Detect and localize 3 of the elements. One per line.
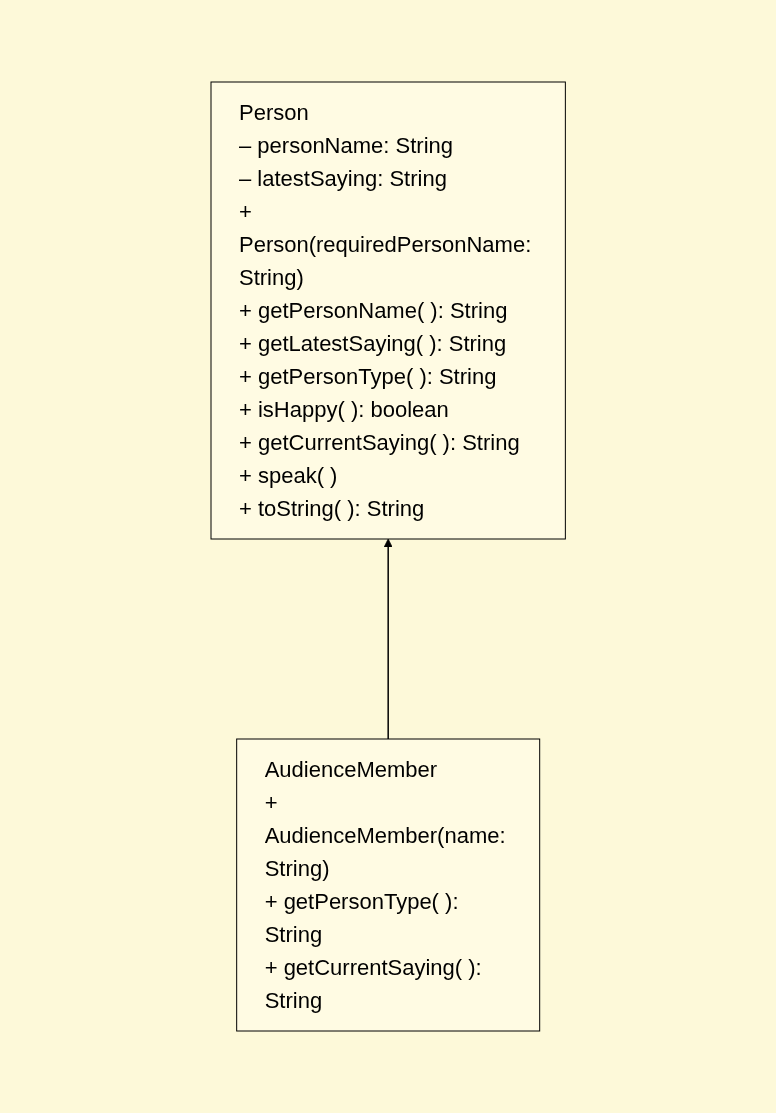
node-box: Person – personName: String – latestSaying: String + Person(requiredPersonName: String) + getPersonName( ): String + getLatestSaying( ): String + getPersonType( ): String + isHappy( ): boolean + getCurrentSaying( ): String + speak( ) + toString( ): String: [210, 81, 566, 540]
arrow: [383, 538, 393, 740]
node-box: AudienceMember + AudienceMember(name: String) + getPersonType( ): String + getCurrentSaying( ): String: [236, 738, 540, 1032]
